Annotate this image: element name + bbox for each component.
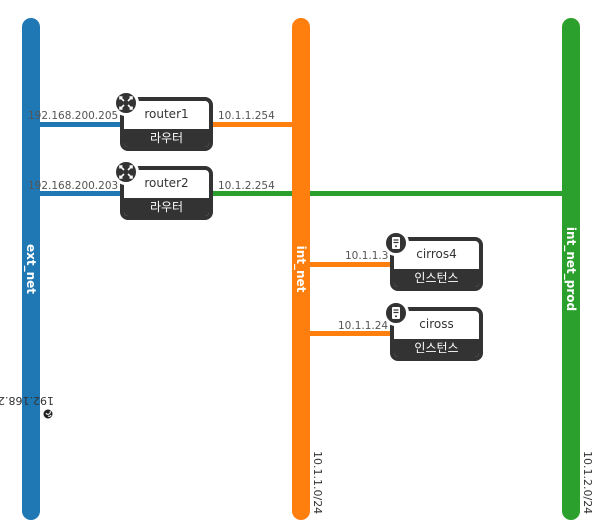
node-type: 인스턴스: [394, 269, 479, 287]
link-ciross-int: [308, 331, 394, 336]
ip-label: 10.1.1.24: [338, 320, 389, 332]
node-type: 라우터: [124, 129, 209, 147]
network-name: int_net_prod: [564, 226, 578, 312]
network-ext-net[interactable]: ext_net: [22, 18, 40, 520]
link-router1-int: [210, 122, 298, 127]
link-router2-ext: [38, 191, 124, 196]
ip-label: 10.1.2.254: [218, 180, 275, 192]
router-icon: [113, 90, 139, 116]
network-name: int_net: [294, 245, 308, 293]
ip-label: 10.1.1.3: [345, 250, 389, 262]
node-name: ciross: [419, 317, 454, 331]
router-icon: [113, 159, 139, 185]
network-cidr: 10.1.1.0/24: [311, 451, 324, 515]
link-router1-ext: [38, 122, 124, 127]
node-name: router1: [144, 107, 189, 121]
ip-label: 192.168.200.203: [28, 180, 119, 192]
globe-icon: [43, 409, 53, 419]
link-cirros4-int: [308, 262, 394, 267]
network-cidr: 10.1.2.0/24: [581, 451, 594, 515]
node-name: cirros4: [416, 247, 457, 261]
ip-label: 10.1.1.254: [218, 110, 275, 122]
server-icon: [383, 230, 409, 256]
node-name: router2: [144, 176, 189, 190]
network-int-net-prod[interactable]: int_net_prod: [562, 18, 580, 520]
network-int-net[interactable]: int_net: [292, 18, 310, 520]
node-type: 인스턴스: [394, 339, 479, 357]
server-icon: [383, 300, 409, 326]
network-name: ext_net: [24, 243, 38, 295]
node-type: 라우터: [124, 198, 209, 216]
network-cidr: 192.168.200.0/24: [0, 394, 54, 419]
ip-label: 192.168.200.205: [28, 110, 119, 122]
instance-node-ciross[interactable]: ciross 인스턴스: [390, 307, 483, 361]
router-node-router1[interactable]: router1 라우터: [120, 97, 213, 151]
link-router2-prod: [210, 191, 570, 196]
